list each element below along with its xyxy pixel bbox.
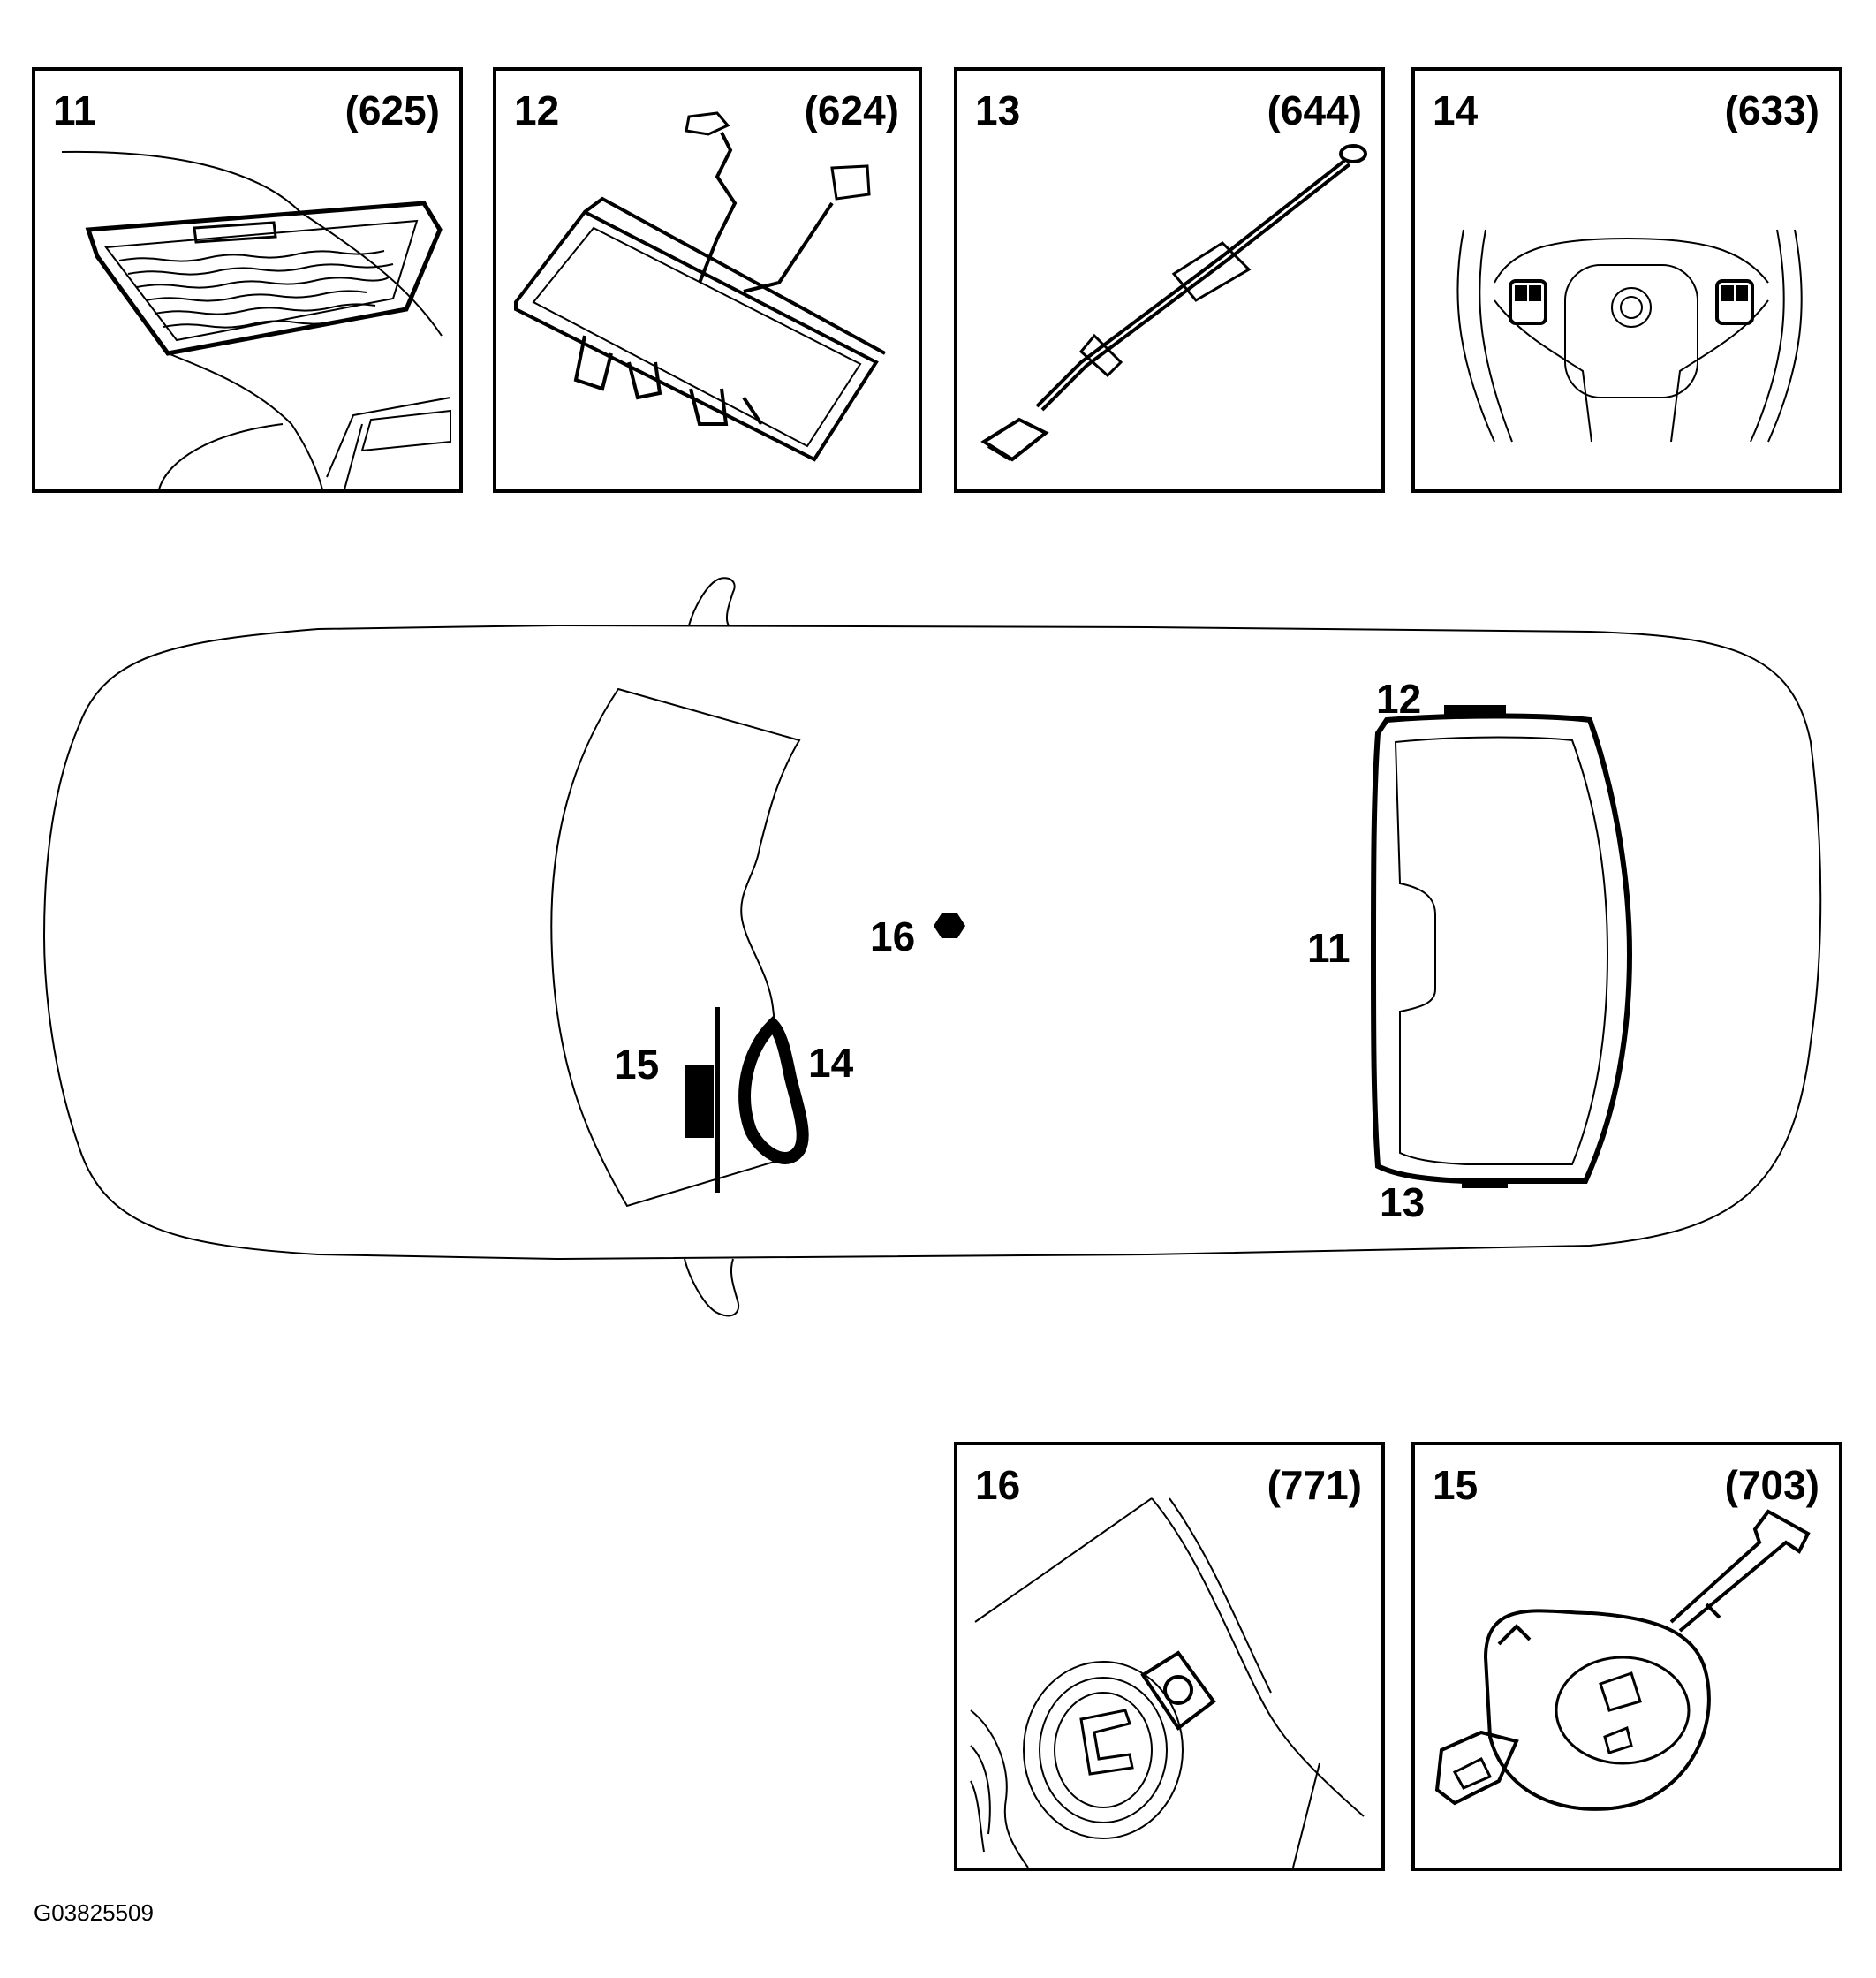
panel-number: 14 [1433, 87, 1479, 133]
panel-number: 13 [975, 87, 1021, 133]
car-label-13: 13 [1380, 1179, 1426, 1225]
ground-strap-cable-icon [980, 144, 1367, 462]
left-mirror [688, 577, 736, 626]
car-label-11: 11 [1307, 925, 1350, 971]
panel-12: 12 (624) [493, 67, 922, 493]
steering-wheel [738, 1016, 809, 1164]
panel-number: 12 [514, 87, 560, 133]
antenna-amplifier-module-icon [514, 111, 886, 462]
panel-15: 15 (703) [1411, 1442, 1842, 1871]
car-label-12: 12 [1376, 676, 1422, 722]
antenna-connector-icon [970, 1497, 1365, 1868]
panel-number: 16 [975, 1462, 1021, 1508]
panel-16: 16 (771) [954, 1442, 1385, 1871]
panel-code: (625) [344, 87, 440, 133]
car-label-16: 16 [870, 913, 916, 959]
panel-code: (771) [1267, 1462, 1362, 1508]
panel-number: 15 [1433, 1462, 1479, 1508]
rear-window-inner [1394, 736, 1609, 1165]
car-label-14: 14 [808, 1040, 854, 1086]
panel-code: (703) [1724, 1462, 1819, 1508]
panel-13: 13 (644) [954, 67, 1385, 493]
antenna-connector-marker [934, 913, 965, 938]
car-label-15: 15 [614, 1042, 660, 1088]
steering-column-switch-icon [1434, 1509, 1811, 1811]
car-top-view [42, 577, 1822, 1317]
panel-number: 11 [53, 87, 96, 133]
right-mirror [684, 1258, 740, 1317]
antenna-amplifier-marker [1444, 705, 1506, 716]
panel-code: (644) [1267, 87, 1362, 133]
windshield [550, 687, 806, 1208]
rear-window-heater-grid-icon [61, 150, 451, 489]
panel-14: 14 (633) [1411, 67, 1842, 493]
ground-strap-marker [1462, 1182, 1508, 1188]
panel-code: (633) [1724, 87, 1819, 133]
steering-wheel-buttons-icon [1456, 229, 1803, 443]
rear-window-outline [1371, 713, 1633, 1184]
panel-code: (624) [804, 87, 899, 133]
panel-11: 11 (625) [32, 67, 463, 493]
steering-column-switch-marker [685, 1065, 714, 1138]
car-body-outline [42, 624, 1822, 1261]
figure-id: G03825509 [34, 1899, 154, 1926]
